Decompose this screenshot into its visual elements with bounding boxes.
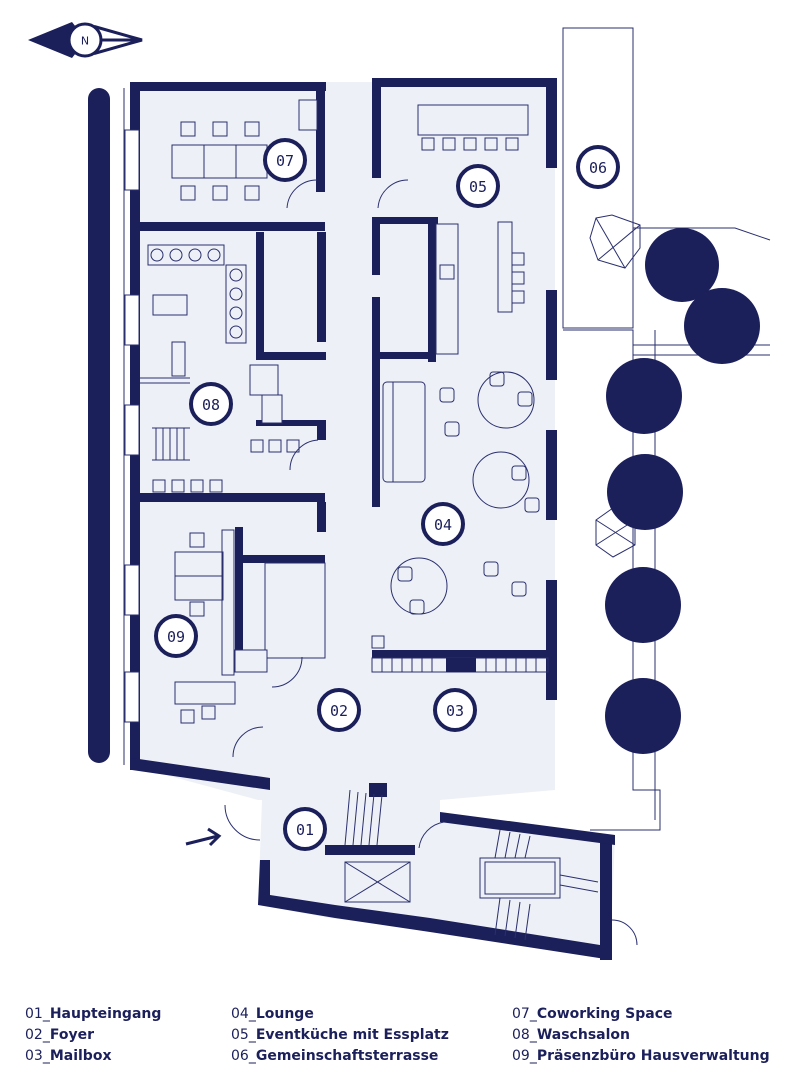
- room-08-walls: [140, 232, 326, 502]
- office-furniture: [174, 529, 236, 724]
- room-05-walls: [372, 179, 438, 507]
- svg-text:09: 09: [167, 628, 185, 646]
- svg-text:03: 03: [446, 702, 464, 720]
- svg-text:01: 01: [296, 821, 314, 839]
- room-badge-06: 06: [576, 145, 620, 189]
- legend-item-03: 03_Mailbox: [25, 1048, 112, 1064]
- laundry-machines: [140, 244, 300, 493]
- legend-item-08: 08_Waschsalon: [512, 1027, 630, 1043]
- mailbox-wall: [371, 650, 555, 673]
- room-badge-04: 04: [421, 502, 465, 546]
- room-badge-07: 07: [263, 138, 307, 182]
- svg-text:05: 05: [469, 178, 487, 196]
- svg-text:07: 07: [276, 152, 294, 170]
- legend-column: 07_Coworking Space 08_Waschsalon 09_Präs…: [512, 1004, 770, 1067]
- hedge-icon: [88, 88, 125, 765]
- room-badge-08: 08: [189, 382, 233, 426]
- legend-column: 04_Lounge 05_Eventküche mit Essplatz 06_…: [231, 1004, 449, 1067]
- compass-label: N: [81, 35, 89, 48]
- entrance-stairs: [224, 783, 638, 946]
- room-badge-01: 01: [283, 807, 327, 851]
- legend-item-04: 04_Lounge: [231, 1006, 314, 1022]
- legend-item-07: 07_Coworking Space: [512, 1006, 673, 1022]
- svg-text:04: 04: [434, 516, 452, 534]
- legend-item-06: 06_Gemeinschaftsterrasse: [231, 1048, 439, 1064]
- kitchen-furniture: [417, 104, 529, 355]
- room-07-walls: [140, 82, 325, 231]
- room-badge-02: 02: [317, 688, 361, 732]
- svg-text:06: 06: [589, 159, 607, 177]
- tree-icon: [605, 228, 760, 754]
- north-compass-icon: N: [28, 22, 143, 58]
- room-09-walls: [232, 502, 326, 758]
- legend-column: 01_Haupteingang 02_Foyer 03_Mailbox: [25, 1004, 161, 1067]
- entrance-arrow-icon: [185, 827, 222, 847]
- svg-text:08: 08: [202, 396, 220, 414]
- umbrella-icon: [589, 214, 641, 558]
- room-legend: 01_Haupteingang 02_Foyer 03_Mailbox 04_L…: [0, 1000, 795, 1080]
- room-badge-09: 09: [154, 614, 198, 658]
- room-badge-03: 03: [433, 688, 477, 732]
- legend-item-01: 01_Haupteingang: [25, 1006, 162, 1022]
- svg-text:02: 02: [330, 702, 348, 720]
- room-badge-05: 05: [456, 164, 500, 208]
- west-windows: [124, 129, 140, 723]
- legend-item-09: 09_Präsenzbüro Hausverwaltung: [512, 1048, 770, 1064]
- lounge-furniture: [371, 371, 540, 649]
- legend-item-02: 02_Foyer: [25, 1027, 94, 1043]
- legend-item-05: 05_Eventküche mit Essplatz: [231, 1027, 449, 1043]
- floor-plan: N: [28, 22, 771, 960]
